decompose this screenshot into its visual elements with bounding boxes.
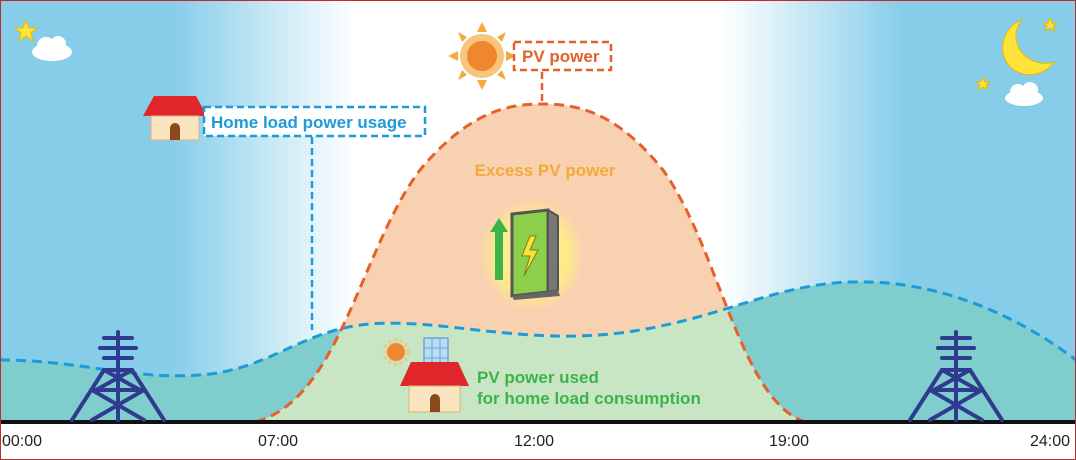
star-icon [13,18,39,43]
pv-power-label-box [512,40,613,72]
time-tick-label: 12:00 [514,433,554,450]
home-load-label: Home load power usage [211,113,407,132]
pv-used-label-line2: for home load consumption [477,389,701,408]
battery-charging-icon [480,199,584,311]
power-tower-icon [70,330,166,422]
excess-pv-label: Excess PV power [475,161,616,180]
time-tick-label: 24:00 [1030,433,1070,450]
pv-used-label-line1: PV power used [477,368,599,387]
power-tower-icon [908,330,1004,422]
time-tick-label: 00:00 [2,433,42,450]
moon-icon [1002,18,1056,76]
time-tick-label: 19:00 [769,433,809,450]
home-load-curve [0,280,1076,378]
cloud-icon [32,36,72,61]
pv-power-label: PV power [522,47,600,66]
star-icon [974,75,992,92]
time-axis-line [0,420,1076,424]
pv-power-curve [0,102,1076,424]
house-with-solar-panel-icon [382,337,469,413]
sun-icon [448,22,516,90]
home-load-label-box [202,105,427,138]
house-icon [143,96,207,141]
cloud-icon [1005,82,1043,106]
time-tick-label: 07:00 [258,433,298,450]
star-icon [1041,16,1059,33]
